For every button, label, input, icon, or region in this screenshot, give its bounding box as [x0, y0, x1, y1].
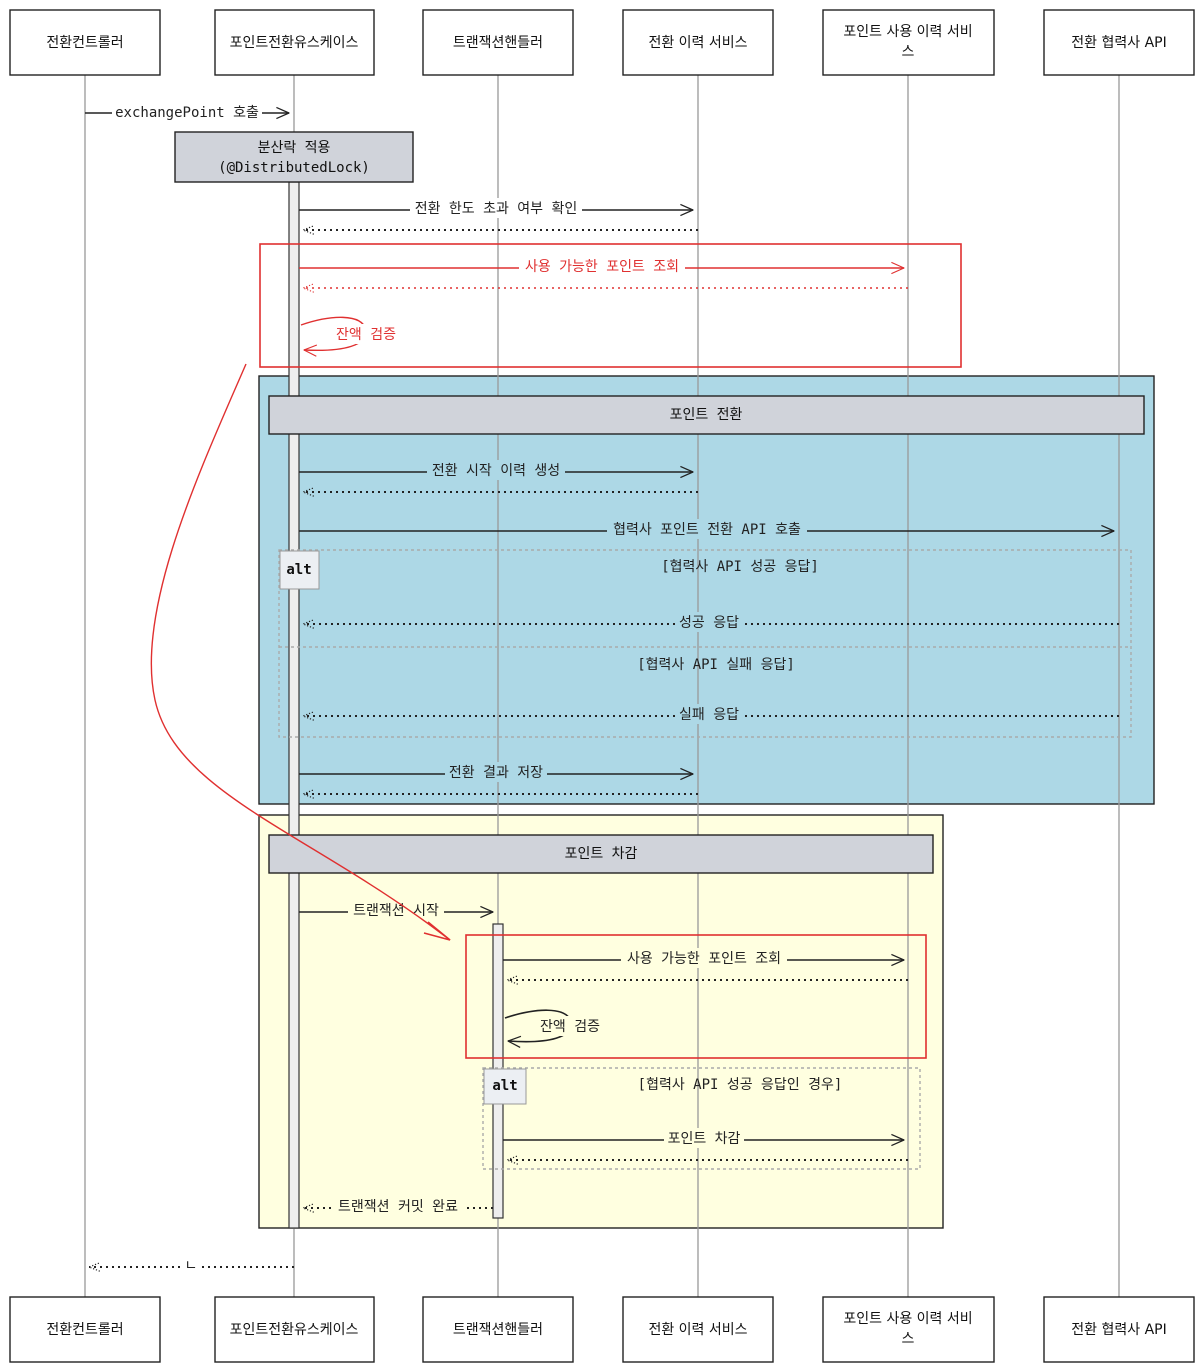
actor-top-usage: 포인트 사용 이력 서비 스 — [822, 9, 995, 76]
actor-top-history: 전환 이력 서비스 — [622, 9, 774, 76]
actor-bottom-tx: 트랜잭션핸들러 — [422, 1296, 574, 1363]
actor-bottom-usage: 포인트 사용 이력 서비 스 — [822, 1296, 995, 1363]
message-available-points-2-label: 사용 가능한 포인트 조회 — [627, 951, 781, 967]
alt-frame-deduct — [482, 1067, 921, 1170]
alt-frame-partner-response — [278, 549, 1132, 738]
highlight-connector-arrow — [150, 363, 451, 941]
svg-text:포인트 차감: 포인트 차감 — [565, 846, 638, 862]
label-bg — [112, 101, 262, 121]
label-bg — [348, 900, 444, 920]
message-available-points-label: 사용 가능한 포인트 조회 — [525, 259, 679, 275]
label-bg — [332, 1196, 464, 1216]
reply-failure-label: 실패 응답 — [679, 707, 739, 723]
svg-text:포인트 사용 이력 서비: 포인트 사용 이력 서비 — [843, 1311, 972, 1327]
svg-text:포인트 사용 이력 서비: 포인트 사용 이력 서비 — [843, 24, 972, 40]
message-balance-check-label: 잔액 검증 — [336, 327, 396, 343]
alt-condition-failure: [협력사 API 실패 응답] — [637, 657, 795, 673]
svg-text:스: 스 — [902, 44, 915, 60]
actor-top-usecase: 포인트전환유스케이스 — [214, 9, 375, 76]
svg-text:트랜잭션핸들러: 트랜잭션핸들러 — [453, 1322, 543, 1338]
distributed-lock-note: 분산락 적용 (@DistributedLock) — [174, 131, 414, 183]
svg-text:포인트전환유스케이스: 포인트전환유스케이스 — [230, 35, 359, 51]
svg-text:전환 이력 서비스: 전환 이력 서비스 — [648, 35, 747, 51]
message-tx-start-label: 트랜잭션 시작 — [353, 903, 439, 919]
reply-commit-label: 트랜잭션 커밋 완료 — [338, 1199, 458, 1215]
highlight-box-2 — [465, 934, 927, 1059]
deduct-note: 포인트 차감 — [268, 834, 934, 874]
message-save-result-label: 전환 결과 저장 — [449, 765, 543, 781]
label-bg — [676, 612, 742, 632]
label-bg — [621, 948, 787, 968]
reply-success-label: 성공 응답 — [679, 615, 739, 631]
svg-text:분산락 적용: 분산락 적용 — [258, 140, 331, 156]
label-bg — [333, 324, 399, 344]
label-bg — [445, 762, 547, 782]
alt-condition-success: [협력사 API 성공 응답] — [661, 559, 819, 575]
message-partner-api-label: 협력사 포인트 전환 API 호출 — [613, 522, 801, 538]
svg-text:전환 협력사 API: 전환 협력사 API — [1071, 1322, 1166, 1338]
svg-text:alt: alt — [286, 562, 311, 578]
svg-text:전환 이력 서비스: 전환 이력 서비스 — [648, 1322, 747, 1338]
svg-text:(@DistributedLock): (@DistributedLock) — [218, 160, 370, 176]
exchange-note: 포인트 전환 — [268, 395, 1145, 435]
svg-text:alt: alt — [492, 1078, 517, 1094]
label-bg — [607, 519, 807, 539]
message-balance-check-2-label: 잔액 검증 — [540, 1019, 600, 1035]
actor-bottom-usecase: 포인트전환유스케이스 — [214, 1296, 375, 1363]
actor-bottom-partner: 전환 협력사 API — [1043, 1296, 1195, 1363]
alt-label-2: alt — [483, 1068, 527, 1105]
actor-bottom-controller: 전환컨트롤러 — [9, 1296, 161, 1363]
message-start-history-label: 전환 시작 이력 생성 — [432, 463, 560, 479]
label-bg — [676, 704, 742, 724]
message-exchange-point-label: exchangePoint 호출 — [115, 105, 259, 121]
svg-text:스: 스 — [902, 1331, 915, 1347]
svg-text:전환 협력사 API: 전환 협력사 API — [1071, 35, 1166, 51]
highlight-connector-arrowhead — [423, 921, 451, 941]
alt-condition-success-case: [협력사 API 성공 응답인 경우] — [638, 1077, 843, 1093]
exchange-region — [258, 375, 1155, 805]
label-bg — [664, 1128, 744, 1148]
label-bg — [519, 256, 685, 276]
alt-label-1: alt — [279, 550, 320, 590]
svg-text:전환컨트롤러: 전환컨트롤러 — [46, 35, 123, 51]
highlight-box-1 — [259, 243, 962, 368]
svg-text:트랜잭션핸들러: 트랜잭션핸들러 — [453, 35, 543, 51]
message-limit-check-label: 전환 한도 초과 여부 확인 — [415, 201, 578, 217]
label-bg — [410, 198, 582, 218]
svg-text:포인트전환유스케이스: 포인트전환유스케이스 — [230, 1322, 359, 1338]
actor-bottom-history: 전환 이력 서비스 — [622, 1296, 774, 1363]
message-deduct-label: 포인트 차감 — [668, 1131, 741, 1147]
label-bg — [427, 460, 565, 480]
label-bg — [537, 1016, 603, 1036]
actor-top-controller: 전환컨트롤러 — [9, 9, 161, 76]
label-bg — [183, 1257, 199, 1275]
reply-controller-label: ㄴ — [185, 1258, 198, 1274]
svg-text:전환컨트롤러: 전환컨트롤러 — [46, 1322, 123, 1338]
activation-usecase — [288, 181, 300, 1229]
svg-text:포인트 전환: 포인트 전환 — [670, 407, 743, 423]
actor-top-partner: 전환 협력사 API — [1043, 9, 1195, 76]
actor-top-tx: 트랜잭션핸들러 — [422, 9, 574, 76]
